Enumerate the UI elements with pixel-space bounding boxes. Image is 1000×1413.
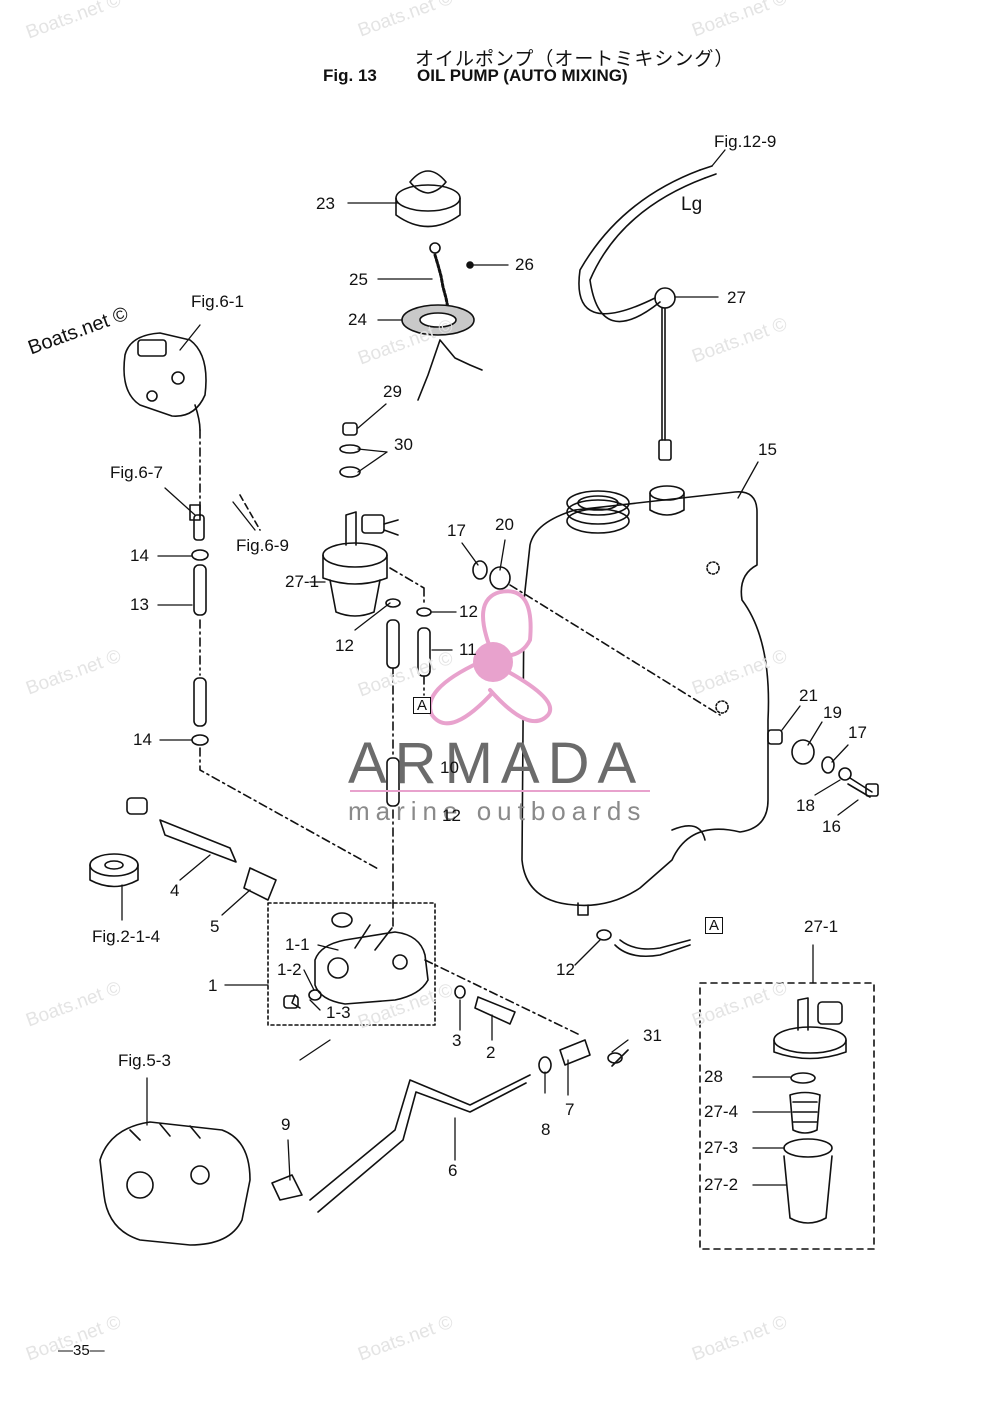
callout-26: 27 [727,288,746,307]
callout-23: 24 [348,310,367,329]
callout-13: 13 [130,595,149,614]
callout-12: 12 [556,960,575,979]
oil-delivery-pipe [271,929,691,1213]
callout-12: 12 [335,636,354,655]
page-number: —35— [58,1342,105,1359]
callout-1: 1 [208,976,218,995]
ref-fig-6-9: Fig.6-9 [236,536,289,555]
wire-color-code: Lg [681,194,703,215]
carburetor-sketch [99,1121,251,1246]
callout-10: 10 [440,758,459,777]
marker-a: A [413,697,432,714]
callout-1-2: 1-2 [277,960,302,979]
callout-18: 18 [796,796,815,815]
callout-27-3: 27-4 [704,1102,739,1121]
callout-21: 21 [799,686,818,705]
callout-17: 17 [447,521,466,540]
ref-fig-6-1: Fig.6-1 [191,292,244,311]
figure-number: Fig. 13 [323,66,377,85]
callout-24: 25 [349,270,368,289]
tank-cap-assembly [339,170,483,478]
callout-16: 16 [822,817,841,836]
callout-27-2: 27-3 [704,1138,739,1157]
callout-17: 17 [848,723,867,742]
callout-2: 2 [486,1043,496,1062]
callout-22: 23 [316,194,335,213]
oil-tank [521,485,770,916]
tank-mount-hardware [472,560,879,798]
callout-4: 4 [170,881,180,900]
propeller-icon [428,589,553,726]
logo-tagline: marine outboards [348,796,647,826]
callout-20: 20 [495,515,514,534]
callout-6: 6 [448,1161,458,1180]
ref-fig-5-3: Fig.5-3 [118,1051,171,1070]
callout-25: 26 [515,255,534,274]
powerhead-sketch [123,332,207,521]
callout-19: 19 [823,703,842,722]
callout-7: 7 [565,1100,575,1119]
callout-15: 15 [758,440,777,459]
ref-fig-6-7: Fig.6-7 [110,463,163,482]
callout-14: 14 [130,546,149,565]
callout-28: 29 [383,382,402,401]
callout-1-1: 1-1 [285,935,310,954]
callout-9: 9 [281,1115,291,1134]
ref-fig-12-9: Fig.12-9 [714,132,777,151]
callout-27: 27-1 [285,572,320,591]
marker-a: A [705,917,724,934]
oil-pump [267,902,581,1036]
diagram-title-japanese: オイルポンプ（オートミキシング） [415,49,735,70]
logo-divider [350,790,650,792]
callout-11: 11 [459,640,477,659]
callout-12: 12 [459,602,478,621]
leader-lines [121,149,859,1186]
diagram-title: OIL PUMP (AUTO MIXING) [417,66,628,85]
level-sender-assembly [578,165,717,461]
callout-29: 30 [394,435,413,454]
callout-27-1: 27-2 [704,1175,739,1194]
ref-fig-2-1-4: Fig.2-1-4 [92,927,161,946]
callout-3: 3 [452,1031,462,1050]
callout-8: 8 [541,1120,551,1139]
callout-30: 31 [643,1026,662,1045]
callout-27: 27-1 [804,917,839,936]
callout-27-4: 28 [704,1067,723,1086]
logo-name: ARMADA [348,731,645,796]
oil-strainer-top [322,511,399,617]
callout-1-3: 1-3 [326,1003,351,1022]
callout-14: 14 [133,730,152,749]
callout-12: 12 [442,806,461,825]
callout-5: 5 [210,917,220,936]
drive-parts [89,797,516,1025]
